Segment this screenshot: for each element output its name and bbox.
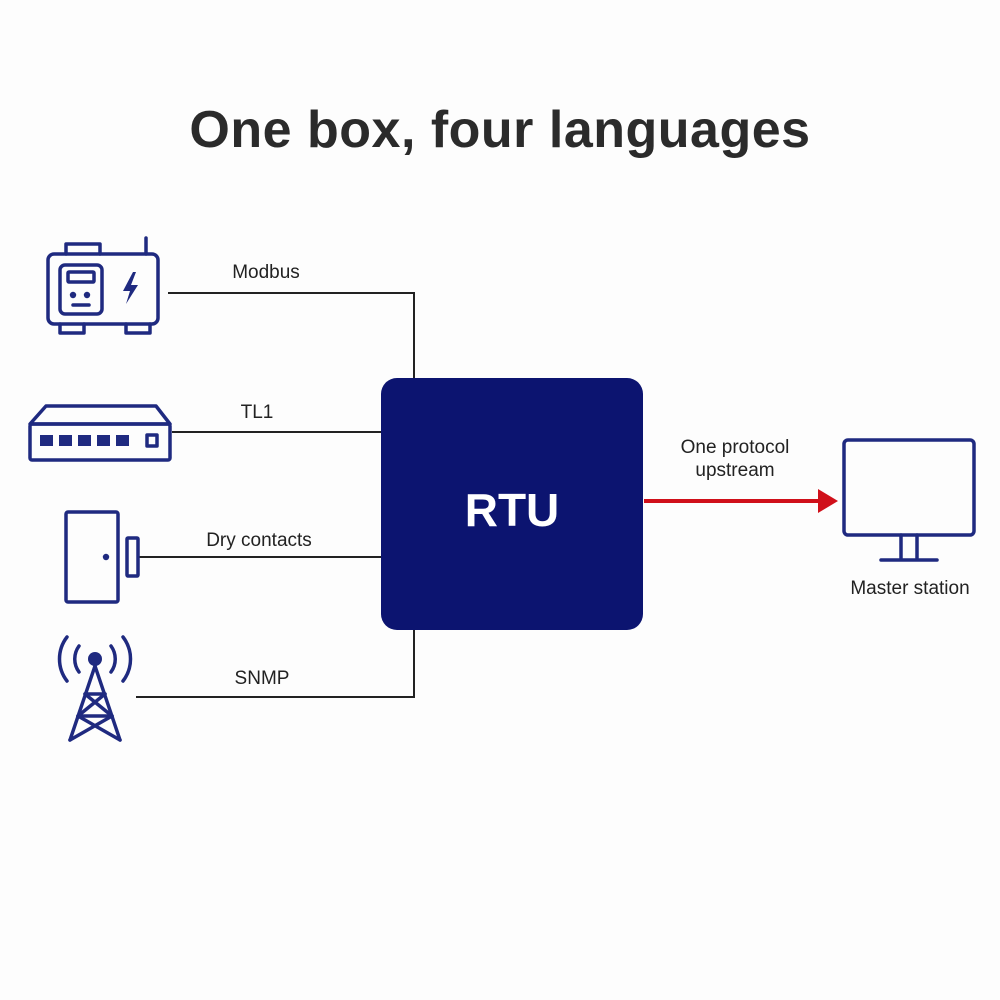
master-station-label: Master station bbox=[850, 578, 969, 599]
dry-contacts-label: Dry contacts bbox=[206, 530, 312, 551]
door-sensor-icon bbox=[64, 510, 140, 604]
rtu-box: RTU bbox=[381, 378, 643, 630]
tl1-label: TL1 bbox=[241, 402, 274, 423]
diagram-title: One box, four languages bbox=[189, 101, 811, 159]
upstream-label-line2: upstream bbox=[695, 460, 774, 481]
modbus-wire bbox=[168, 292, 415, 380]
network-switch-icon bbox=[28, 404, 172, 462]
snmp-label: SNMP bbox=[235, 668, 290, 689]
modbus-label: Modbus bbox=[232, 262, 300, 283]
upstream-arrow bbox=[644, 489, 838, 513]
monitor-icon bbox=[842, 438, 976, 562]
radio-tower-icon bbox=[57, 635, 133, 742]
upstream-label-line1: One protocol bbox=[681, 437, 790, 458]
generator-icon bbox=[46, 236, 160, 335]
snmp-wire bbox=[136, 628, 415, 698]
rtu-label: RTU bbox=[465, 484, 560, 536]
